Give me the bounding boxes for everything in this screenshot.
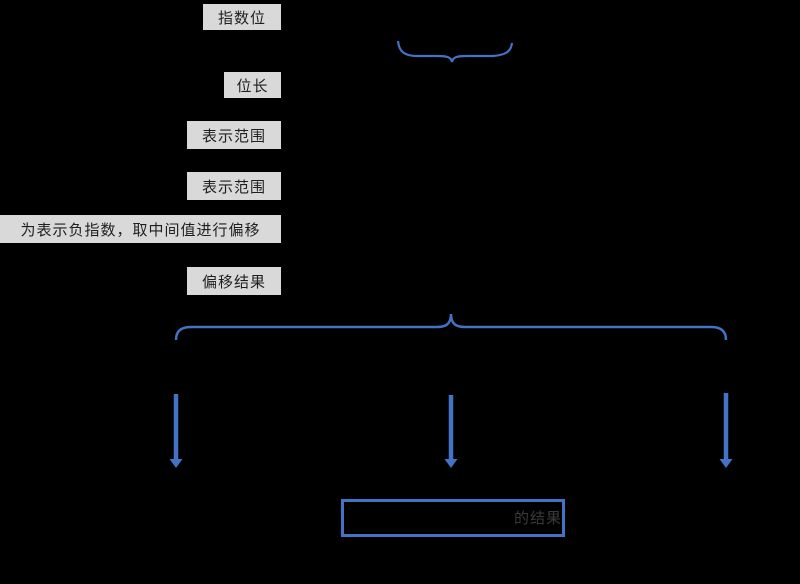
- underbrace-shape: [396, 40, 514, 63]
- down-arrow-right: [719, 393, 733, 468]
- label-offset-result: 偏移结果: [187, 267, 281, 295]
- result-rectangle-outline: [341, 499, 565, 537]
- label-exponent-bits: 指数位: [203, 4, 281, 30]
- label-bit-length: 位长: [224, 72, 281, 98]
- split-brace-shape: [174, 313, 728, 341]
- label-offset-note: 为表示负指数，取中间值进行偏移: [0, 215, 281, 243]
- result-box-faint-text: 的结果: [513, 509, 562, 527]
- label-range-top: 表示范围: [187, 121, 281, 149]
- down-arrow-center: [444, 395, 458, 468]
- down-arrow-left: [169, 394, 183, 468]
- label-range-bottom: 表示范围: [187, 172, 281, 200]
